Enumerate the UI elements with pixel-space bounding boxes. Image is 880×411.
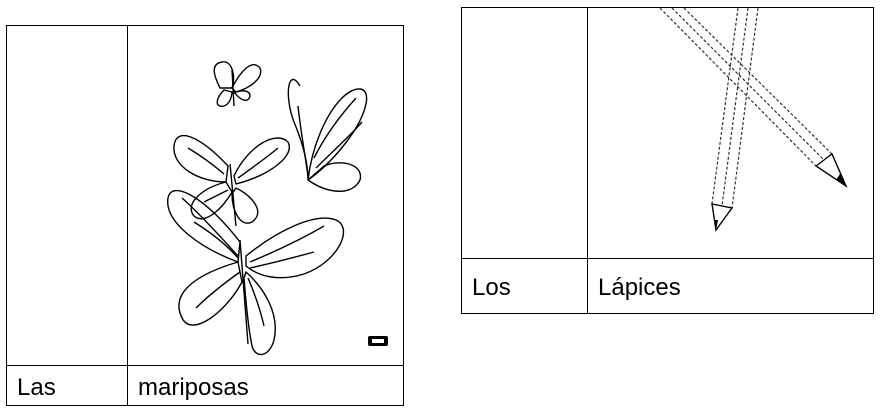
article-cell: Los [461,258,588,314]
article-cell: Las [6,365,128,406]
vocab-card-butterflies: Las mariposas [6,25,404,406]
image-cell [587,7,874,259]
image-cell [127,25,404,366]
word-cell: Lápices [587,258,874,314]
word-cell: mariposas [127,365,404,406]
empty-cell [461,7,588,259]
empty-cell [6,25,128,366]
vocab-card-pencils: Los Lápices [461,7,874,314]
butterflies-drawing-icon [167,61,388,356]
pencils-drawing-icon [659,8,848,232]
